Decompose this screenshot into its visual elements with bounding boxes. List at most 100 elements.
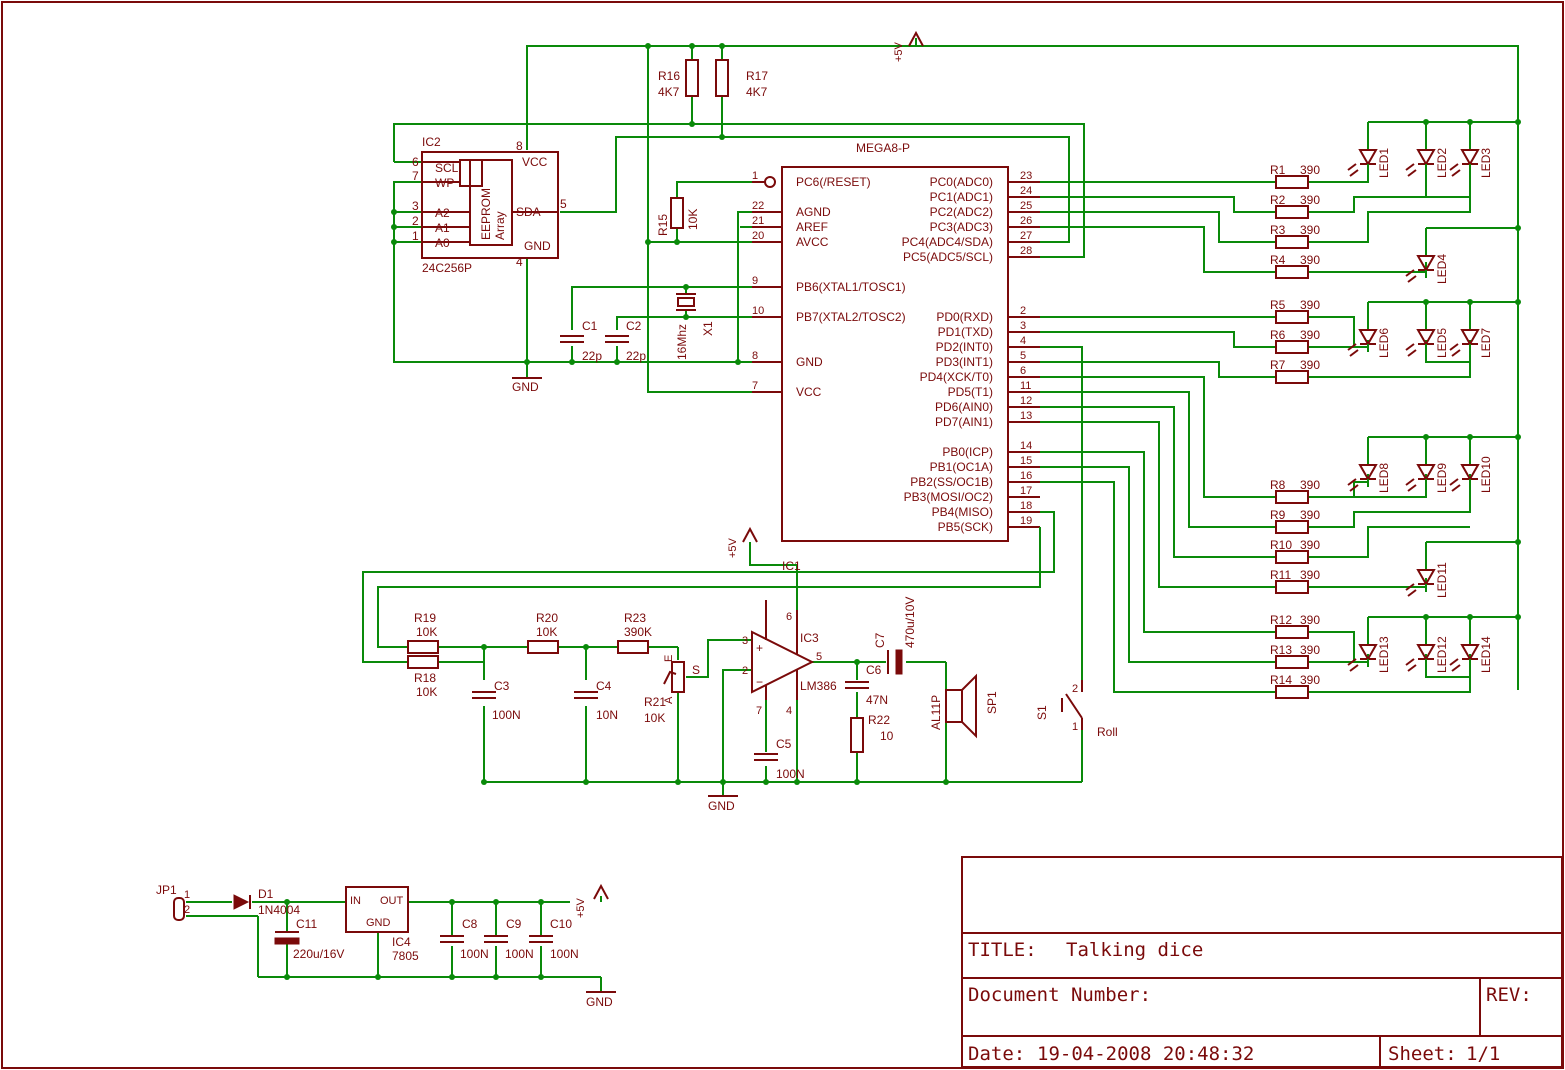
- wires: [393, 38, 1519, 690]
- svg-text:100N: 100N: [550, 947, 579, 961]
- junction-dot: [583, 644, 589, 650]
- resistor-r23: R23 390K: [617, 611, 652, 654]
- mcu-pin-label: AREF: [796, 220, 828, 234]
- svg-text:X1: X1: [701, 321, 715, 336]
- led-label: LED5: [1435, 328, 1449, 358]
- ic2-pin-num: 5: [560, 197, 567, 211]
- svg-text:Roll: Roll: [1097, 725, 1118, 739]
- mcu-pin-num: 4: [1020, 335, 1026, 347]
- junction-dot: [583, 779, 589, 785]
- svg-text:+5V: +5V: [575, 897, 587, 918]
- resistor-value: 390: [1300, 613, 1320, 627]
- svg-text:R20: R20: [536, 611, 558, 625]
- svg-text:2: 2: [742, 665, 748, 677]
- svg-text:S: S: [692, 663, 700, 677]
- svg-text:C8: C8: [462, 917, 478, 931]
- mcu-pin-label: PB5(SCK): [938, 520, 993, 534]
- resistor-value: 390: [1300, 568, 1320, 582]
- junction-dot: [1467, 434, 1473, 440]
- svg-text:GND: GND: [708, 799, 735, 813]
- resistor-name: R7: [1270, 358, 1286, 372]
- svg-text:7805: 7805: [392, 949, 419, 963]
- ic2-pin-label: SCL: [435, 161, 459, 175]
- resistor-value: 390: [1300, 328, 1320, 342]
- svg-text:C4: C4: [596, 679, 612, 693]
- mcu-pin-label: PB0(ICP): [942, 445, 993, 459]
- mcu-pin-label: PB3(MOSI/OC2): [904, 490, 993, 504]
- junction-dot: [854, 779, 860, 785]
- mcu-pin-label: PB1(OC1A): [930, 460, 993, 474]
- resistor-name: R14: [1270, 673, 1292, 687]
- resistor-name: R3: [1270, 223, 1286, 237]
- capacitor-c9: C9 100N: [484, 917, 534, 961]
- svg-text:R19: R19: [414, 611, 436, 625]
- led-14: LED14: [1449, 617, 1493, 673]
- led-4: LED4: [1405, 228, 1449, 284]
- ic2-pin-num: 6: [412, 155, 419, 169]
- capacitor-c3: C3 100N: [472, 679, 521, 722]
- junction-dot: [569, 359, 575, 365]
- capacitor-c1: C1 22p: [560, 319, 602, 363]
- resistor-name: R10: [1270, 538, 1292, 552]
- document-number-label: Document Number:: [968, 984, 1151, 1006]
- led-label: LED2: [1435, 148, 1449, 178]
- junction-dot: [1423, 119, 1429, 125]
- resistor-value: 390: [1300, 643, 1320, 657]
- mcu-pin-label: PC3(ADC3): [930, 220, 993, 234]
- svg-text:4K7: 4K7: [746, 85, 768, 99]
- svg-text:+5V: +5V: [893, 41, 905, 62]
- junction-dot: [614, 359, 620, 365]
- jumper-jp1: JP1 1 2: [156, 883, 190, 921]
- svg-text:D1: D1: [258, 887, 274, 901]
- svg-text:10K: 10K: [686, 209, 700, 230]
- mcu-pin-num: 1: [752, 170, 758, 182]
- mcu-pin-num: 14: [1020, 440, 1032, 452]
- junction-dot: [683, 284, 689, 290]
- svg-text:10K: 10K: [536, 625, 557, 639]
- ic2-pin-label: VCC: [522, 155, 548, 169]
- svg-text:470u/10V: 470u/10V: [903, 597, 917, 648]
- junction-dot: [735, 359, 741, 365]
- junction-dot: [284, 974, 290, 980]
- resistor-r16: R16 4K7: [658, 59, 699, 99]
- junction-dot: [449, 899, 455, 905]
- junction-dot: [1515, 434, 1521, 440]
- svg-text:GND: GND: [586, 995, 613, 1009]
- junction-dot: [1423, 614, 1429, 620]
- mcu-pin-label: PD7(AIN1): [935, 415, 993, 429]
- ic2-inner-label: EEPROM: [479, 188, 493, 240]
- junctions: [284, 43, 1521, 980]
- potentiometer-r21: R21 10K S E A: [644, 655, 700, 725]
- led-11: LED11: [1405, 542, 1449, 598]
- svg-text:4: 4: [786, 705, 792, 717]
- mcu-pin-label: PD5(T1): [948, 385, 993, 399]
- svg-text:10N: 10N: [596, 708, 618, 722]
- junction-dot: [538, 974, 544, 980]
- mcu-pin-num: 24: [1020, 185, 1032, 197]
- led-label: LED13: [1377, 636, 1391, 673]
- svg-text:C11: C11: [296, 917, 317, 931]
- junction-dot: [674, 239, 680, 245]
- resistor-name: R1: [1270, 163, 1286, 177]
- svg-text:100N: 100N: [776, 767, 805, 781]
- ic2-pin-num: 1: [412, 229, 419, 243]
- svg-text:+: +: [756, 641, 763, 655]
- svg-text:3: 3: [742, 635, 748, 647]
- mcu-pin-num: 26: [1020, 215, 1032, 227]
- mcu-pin-num: 2: [1020, 305, 1026, 317]
- svg-text:100N: 100N: [492, 708, 521, 722]
- ic2-pin-num: 2: [412, 214, 419, 228]
- led-label: LED1: [1377, 148, 1391, 178]
- svg-text:S1: S1: [1035, 705, 1049, 720]
- junction-dot: [1515, 225, 1521, 231]
- junction-dot: [1423, 434, 1429, 440]
- mcu-pin-num: 3: [1020, 320, 1026, 332]
- mcu-pin-num: 17: [1020, 485, 1032, 497]
- led-8: LED8: [1347, 437, 1391, 493]
